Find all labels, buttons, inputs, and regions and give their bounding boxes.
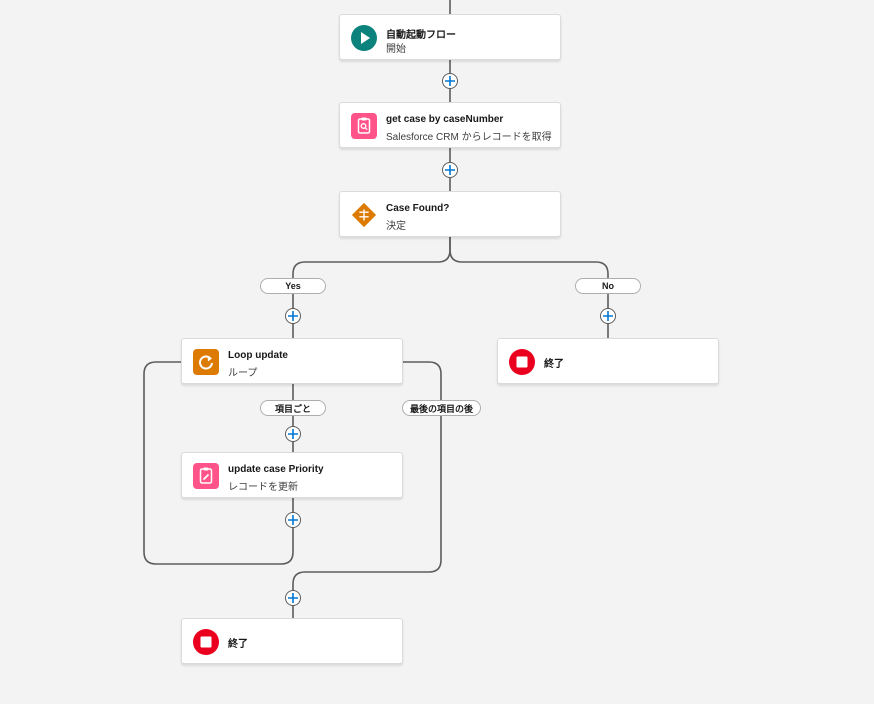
decision-title: Case Found?: [386, 203, 450, 214]
get-records-subtitle: Salesforce CRM からレコードを取得: [386, 132, 552, 143]
decision-node[interactable]: Case Found? 決定: [339, 191, 561, 237]
plus-icon: [445, 76, 455, 86]
plus-icon: [288, 515, 298, 525]
plus-icon: [288, 311, 298, 321]
connector-decision-yes: [292, 237, 451, 338]
loop-node[interactable]: Loop update ループ: [181, 338, 403, 384]
stop-icon: [509, 349, 535, 375]
end-node-title: 終了: [228, 639, 248, 650]
outcome-no-label[interactable]: No: [575, 278, 641, 294]
add-element-button[interactable]: [285, 590, 301, 606]
start-node-title: 自動起動フロー: [386, 30, 456, 41]
update-records-title: update case Priority: [228, 464, 324, 475]
update-records-node[interactable]: update case Priority レコードを更新: [181, 452, 403, 498]
update-records-subtitle: レコードを更新: [228, 482, 298, 493]
connector-update-return: [143, 361, 294, 565]
add-element-button[interactable]: [442, 73, 458, 89]
plus-icon: [288, 429, 298, 439]
after-last-item-label: 最後の項目の後: [402, 400, 481, 416]
start-node-subtitle: 開始: [386, 44, 406, 55]
clipboard-edit-icon: [193, 463, 219, 489]
start-node[interactable]: 自動起動フロー 開始: [339, 14, 561, 60]
outcome-yes-label[interactable]: Yes: [260, 278, 326, 294]
connector-decision-no: [449, 237, 609, 338]
play-icon: [351, 25, 377, 51]
end-node-main[interactable]: 終了: [181, 618, 403, 664]
end-node-no-branch[interactable]: 終了: [497, 338, 719, 384]
plus-icon: [288, 593, 298, 603]
add-element-button[interactable]: [600, 308, 616, 324]
stop-icon: [193, 629, 219, 655]
clipboard-search-icon: [351, 113, 377, 139]
loop-refresh-icon: [193, 349, 219, 375]
decision-subtitle: 決定: [386, 221, 406, 232]
end-node-title: 終了: [544, 359, 564, 370]
get-records-title: get case by caseNumber: [386, 114, 504, 125]
loop-title: Loop update: [228, 350, 288, 361]
connector-after-last: [292, 361, 442, 618]
add-element-button[interactable]: [442, 162, 458, 178]
loop-subtitle: ループ: [228, 368, 258, 379]
add-element-button[interactable]: [285, 426, 301, 442]
add-element-button[interactable]: [285, 512, 301, 528]
plus-icon: [603, 311, 613, 321]
for-each-item-label: 項目ごと: [260, 400, 326, 416]
get-records-node[interactable]: get case by caseNumber Salesforce CRM から…: [339, 102, 561, 148]
add-element-button[interactable]: [285, 308, 301, 324]
decision-diamond-icon: [351, 202, 377, 228]
plus-icon: [445, 165, 455, 175]
